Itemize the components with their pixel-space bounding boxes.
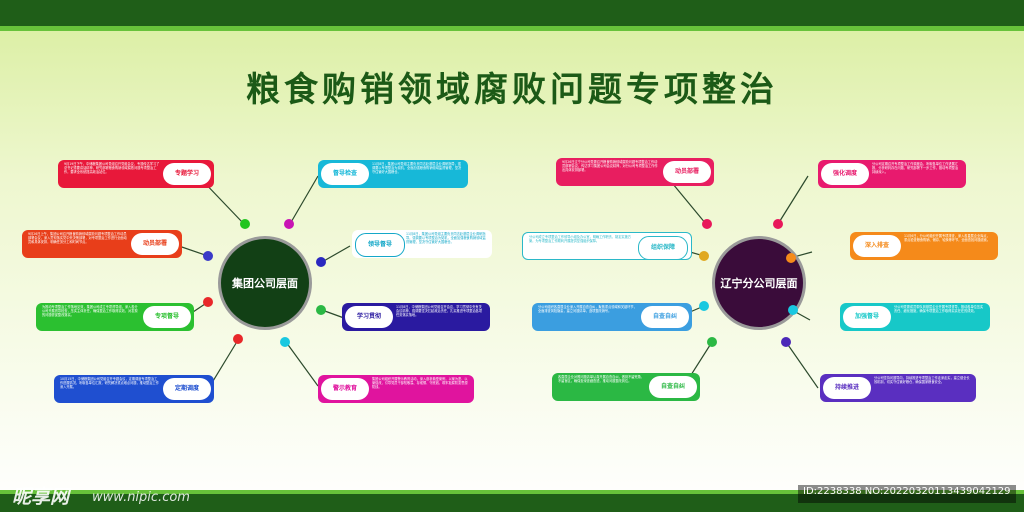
connector-dot — [316, 305, 326, 315]
card-label: 定期调度 — [163, 378, 211, 400]
card-label: 深入排查 — [853, 235, 901, 257]
card-label: 持续推进 — [823, 377, 871, 399]
card-label: 自查自纠 — [641, 306, 689, 328]
watermark-id: ID:2238338 NO:20220320113439042129 — [798, 485, 1016, 503]
card-label: 组织保障 — [638, 236, 688, 259]
card-zicha-zijiu-2: 各直属企业对照问题清单认真开展自查自纠，做到不留死角、不留盲区，确保查深查细查透… — [552, 373, 700, 401]
card-jiaqiang-dudao: 分公司党委成员带队到基层企业开展专项督导，推动各单位压实责任、细化措施，确保专项… — [840, 303, 990, 331]
card-label: 督导检查 — [321, 163, 369, 185]
connector-dot — [702, 219, 712, 229]
card-zhuanti-xuexi: 9月19日下午，中储粮集团公司党组召开党组会议，专题传达学习了总书记重要讲话精神… — [58, 160, 214, 188]
card-label: 动员部署 — [663, 161, 711, 183]
card-label: 动员部署 — [131, 233, 179, 255]
card-label: 自查自纠 — [649, 376, 697, 398]
connector-dot — [203, 251, 213, 261]
connector-dot — [316, 257, 326, 267]
card-label: 领导督导 — [355, 233, 405, 257]
card-jingshi-jiaoyu: 集团公司组织开展警示教育活动，深入剖析典型案例，以案为鉴、以案促改，引导党员干部… — [318, 375, 474, 403]
watermark-logo: 昵享网 — [12, 486, 70, 508]
card-zhuanxiang-dudao: 为推动专项整治工作落地见效，集团公司成立专项督导组，深入各分公司开展督导检查，压… — [36, 303, 194, 331]
hub-liaoning-level: 辽宁分公司层面 — [712, 236, 806, 330]
bottom-accent-line — [0, 490, 1024, 494]
card-qianghua-diaodu: 分公司定期召开专项整治工作调度会，听取各单位工作进展汇报，分析研判存在问题，研究… — [818, 160, 966, 188]
connector-dot — [786, 253, 796, 263]
card-label: 警示教育 — [321, 378, 369, 400]
card-zuzhi-baozhang: 分公司成立专项整治工作领导小组及办公室，明确工作职责，制定实施方案，为专项整治工… — [522, 232, 692, 260]
top-accent-line — [0, 26, 1024, 31]
connector-dot — [203, 297, 213, 307]
connector-dot — [699, 251, 709, 261]
card-zicha-zijiu-1: 分公司组织各直属企业深入开展自查自纠，聚焦重点领域和关键环节，全面排查风险隐患，… — [532, 303, 692, 331]
card-dongyuan-bushu-left: 9月26日上午，集团公司召开粮食购销领域腐败问题专项整治工作动员部署会议，深入贯… — [22, 230, 182, 258]
card-lingdao-dudao-top: 11月8日，集团公司党组主要负责同志赴基层企业调研指导，强调要以专项整治为契机，… — [318, 160, 468, 188]
watermark-url: www.nipic.com — [92, 490, 190, 505]
top-banner — [0, 0, 1024, 26]
card-shenru-paicha: 11月6日，分公司组织开展专项排查，深入各直属企业库点，重点检查粮食购销、储存、… — [850, 232, 998, 260]
card-dingqi-diaodu: 10月15日，中储粮集团公司党组召开专题会议，定期调度专项整治工作进展情况，听取… — [54, 375, 214, 403]
page-title: 粮食购销领域腐败问题专项整治 — [246, 70, 778, 110]
card-dongyuan-bushu-right: 9月26日辽宁分公司党委召开粮食购销领域腐败问题专项整治工作动员部署会议，传达学… — [556, 158, 714, 186]
card-chixu-tuijin: 分公司坚持问题导向，持续推进专项整治工作走深走实，建立健全长效机制，切实守住管好… — [820, 374, 976, 402]
card-label: 学习贯彻 — [345, 306, 393, 328]
card-label: 加强督导 — [843, 306, 891, 328]
connector-dot — [280, 337, 290, 347]
card-label: 强化调度 — [821, 163, 869, 185]
bottom-banner — [0, 494, 1024, 512]
connector-dot — [773, 219, 783, 229]
card-label: 专题学习 — [163, 163, 211, 185]
card-lingdao-dudao: 11月8日，集团公司党组主要负责同志赴基层企业调研指导，强调要以专项整治为契机，… — [352, 230, 492, 258]
connector-dot — [233, 334, 243, 344]
hub-group-level: 集团公司层面 — [218, 236, 312, 330]
connector-dot — [284, 219, 294, 229]
connector-dot — [788, 305, 798, 315]
card-label: 专项督导 — [143, 306, 191, 328]
connector-dot — [699, 301, 709, 311]
card-xuexi-guanche: 11月8日，中储粮集团公司党组召开会议，学习贯彻中央有关会议精神，强调要坚决扛起… — [342, 303, 490, 331]
connector-dot — [240, 219, 250, 229]
connector-dot — [781, 337, 791, 347]
connector-dot — [707, 337, 717, 347]
